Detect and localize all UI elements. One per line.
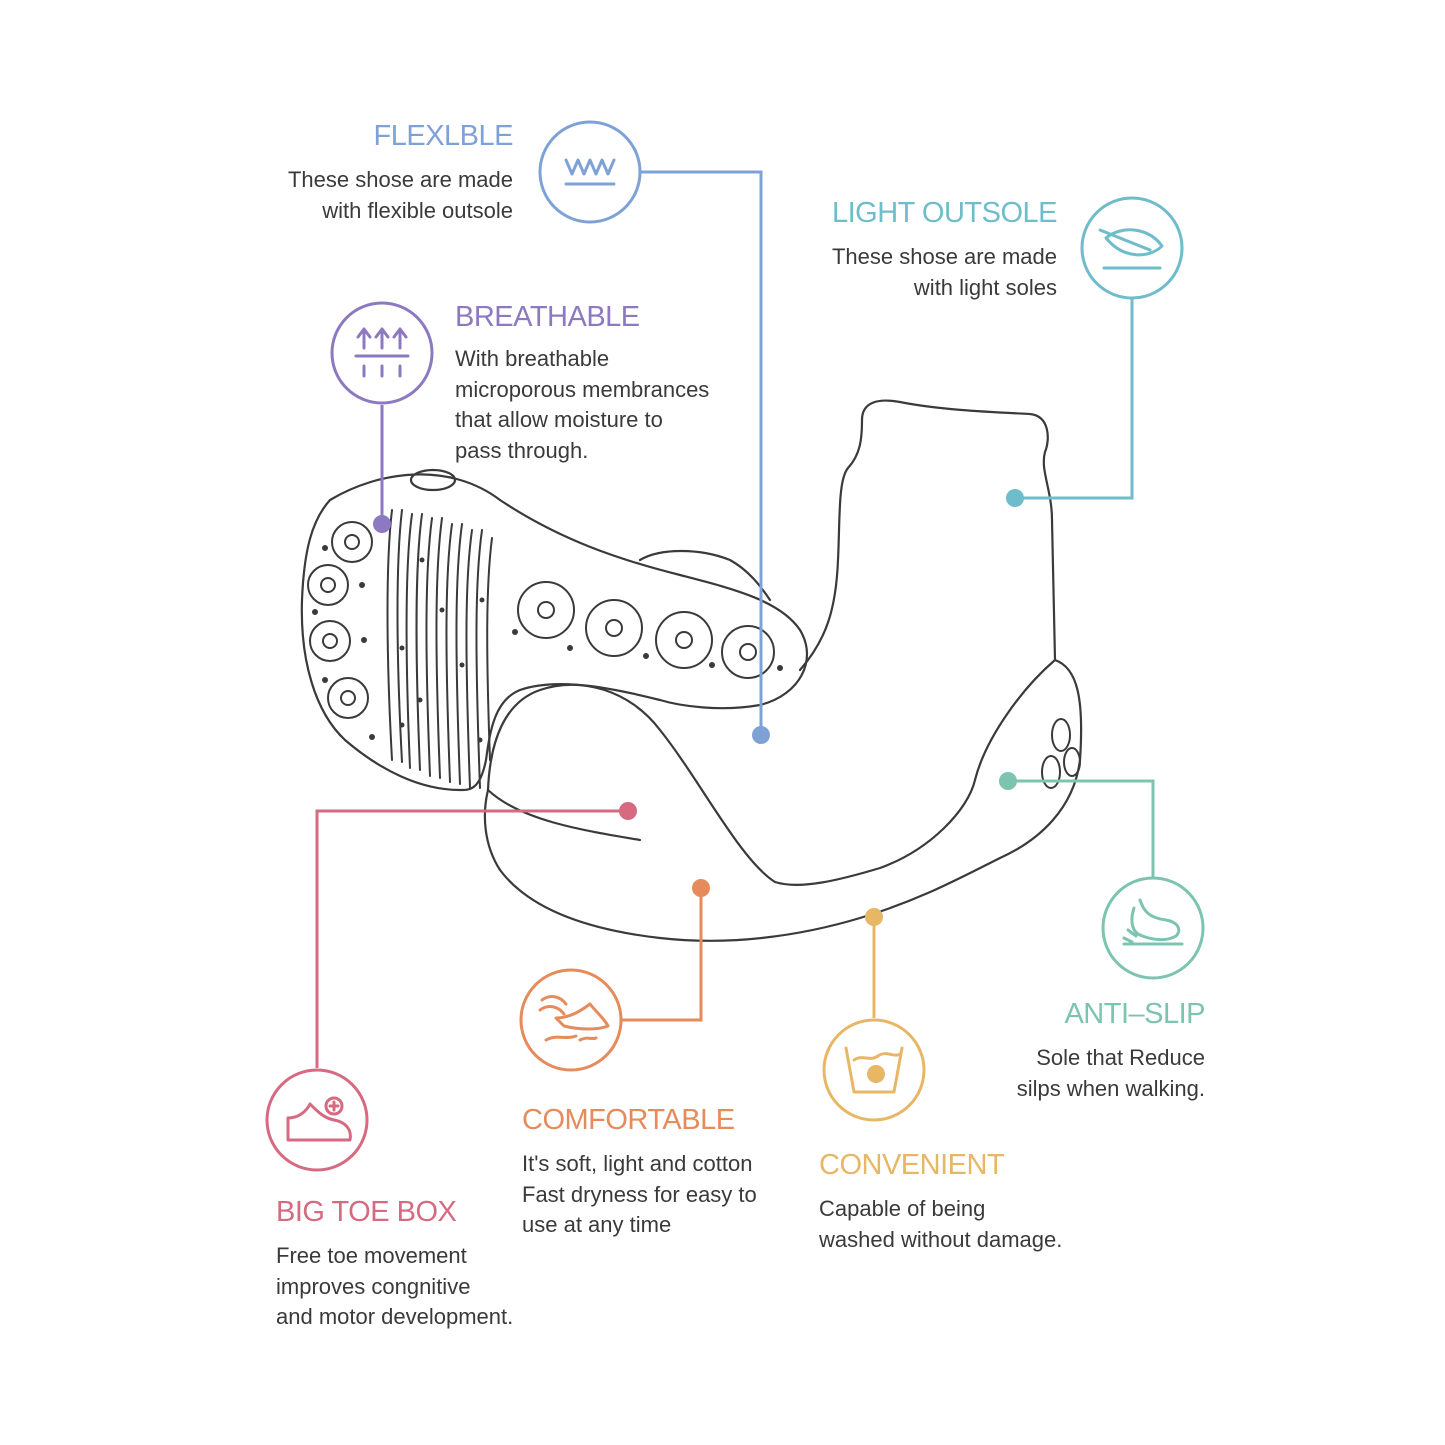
convenient-desc-line: washed without damage.	[819, 1226, 1063, 1252]
convenient-description: Capable of being washed without damage.	[819, 1194, 1062, 1255]
comfortable-description: It's soft, light and cotton Fast dryness…	[522, 1149, 757, 1241]
flexible-title: FLEXLBLE	[373, 120, 514, 152]
light-outsole-title: LIGHT OUTSOLE	[831, 197, 1058, 229]
feature-convenient: CONVENIENT Capable of being washed witho…	[819, 1151, 1062, 1255]
feature-big-toe-box: BIG TOE BOX Free toe movement improves c…	[276, 1198, 513, 1333]
light-outsole-marker	[1006, 489, 1024, 507]
feature-flexible: FLEXLBLE These shose are made with flexi…	[288, 120, 514, 226]
flexible-desc-line: These shose are made	[287, 167, 513, 192]
shoe-inner-sole-line	[486, 788, 642, 842]
comfortable-title: COMFORTABLE	[522, 1104, 735, 1136]
light-outsole-desc-line: with light soles	[913, 274, 1057, 300]
anti-slip-desc-line: Sole that Reduce	[1036, 1045, 1205, 1070]
flexible-desc-line: with flexible outsole	[322, 197, 513, 223]
feather-icon	[1080, 196, 1184, 300]
anti-slip-connector	[1008, 779, 1155, 878]
grip-pods	[307, 521, 1081, 789]
shoe-ankle-line	[798, 418, 864, 672]
feature-light-outsole: LIGHT OUTSOLE These shose are made with …	[831, 197, 1058, 303]
feature-anti-slip: ANTI–SLIP Sole that Reduce silps when wa…	[1017, 998, 1206, 1104]
comfortable-desc-line: use at any time	[522, 1212, 672, 1237]
shoe-toe-cap	[486, 683, 777, 884]
light-outsole-description: These shose are made with light soles	[832, 242, 1057, 303]
big-toe-box-title: BIG TOE BOX	[276, 1196, 457, 1228]
breathable-arrows-icon	[330, 301, 434, 405]
comfortable-connector	[622, 888, 703, 1022]
wave-icon	[538, 120, 642, 224]
winged-shoe-icon	[519, 968, 623, 1072]
convenient-marker	[865, 908, 883, 926]
flexible-description: These shose are made with flexible outso…	[288, 165, 513, 226]
feature-breathable: BREATHABLE With breathable microporous m…	[455, 303, 709, 466]
breathable-desc-line: that allow moisture to	[455, 407, 663, 432]
shoe-plus-icon	[265, 1068, 369, 1172]
comfortable-marker	[692, 879, 710, 897]
anti-slip-title: ANTI–SLIP	[1064, 998, 1205, 1030]
big-toe-box-connector	[315, 809, 628, 1068]
tread-dots	[312, 545, 783, 743]
light-outsole-desc-line: These shose are made	[831, 244, 1057, 269]
big-toe-box-desc-line: and motor development.	[276, 1304, 514, 1329]
convenient-title: CONVENIENT	[819, 1149, 1005, 1181]
comfortable-desc-line: It's soft, light and cotton	[522, 1151, 753, 1176]
shoe-heel-line	[773, 658, 1057, 886]
feature-comfortable: COMFORTABLE It's soft, light and cotton …	[522, 1106, 757, 1241]
anti-slip-description: Sole that Reduce silps when walking.	[1017, 1043, 1205, 1104]
big-toe-box-description: Free toe movement improves congnitive an…	[276, 1241, 513, 1333]
shoe-upper-outline	[483, 399, 1083, 942]
flexible-connector	[640, 170, 763, 735]
breathable-marker	[373, 515, 391, 533]
big-toe-box-desc-line: Free toe movement	[276, 1243, 467, 1268]
anti-slip-desc-line: silps when walking.	[1016, 1075, 1205, 1101]
shoe-outsole-outline	[300, 473, 809, 792]
light-outsole-connector	[1015, 298, 1134, 500]
breathable-description: With breathable microporous membrances t…	[455, 344, 709, 466]
big-toe-box-marker	[619, 802, 637, 820]
convenient-desc-line: Capable of being	[819, 1196, 986, 1221]
big-toe-box-desc-line: improves congnitive	[276, 1273, 471, 1299]
breathable-desc-line: With breathable	[455, 346, 610, 371]
breathable-desc-line: microporous membrances	[455, 376, 710, 402]
shoe-heel-tab	[638, 549, 772, 602]
wash-icon	[822, 1018, 926, 1122]
breathable-title: BREATHABLE	[455, 301, 640, 333]
foot-step-icon	[1101, 876, 1205, 980]
anti-slip-marker	[999, 772, 1017, 790]
breathable-desc-line: pass through.	[455, 437, 589, 463]
flexible-marker	[752, 726, 770, 744]
shoe-pull-tab	[409, 468, 457, 492]
shoe-illustration	[300, 399, 1083, 942]
comfortable-desc-line: Fast dryness for easy to	[522, 1181, 757, 1207]
